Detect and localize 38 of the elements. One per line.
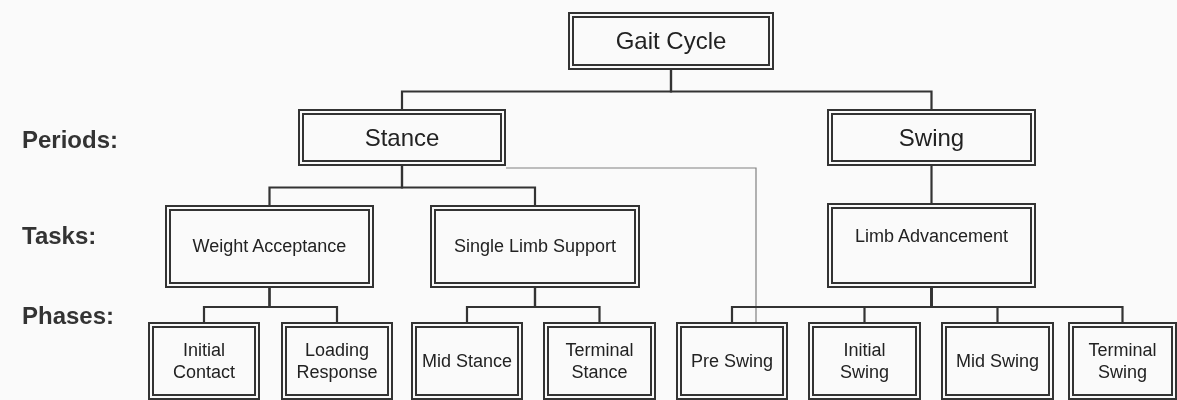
box-label: Initial Contact (171, 338, 236, 384)
process-box (148, 322, 260, 400)
box-label: Pre Swing (690, 349, 773, 373)
process-box (281, 322, 393, 400)
box-label: Mid Stance (421, 349, 512, 373)
process-box (568, 12, 774, 70)
box-label: Initial Swing (839, 338, 890, 384)
box-label: Swing (898, 122, 965, 153)
process-box (676, 322, 788, 400)
process-box (941, 322, 1054, 400)
row-label: Tasks: (22, 221, 97, 251)
box-label: Stance (364, 122, 440, 153)
row-label: Phases: (22, 301, 115, 331)
box-label: Terminal Swing (1087, 338, 1158, 384)
process-box (430, 205, 640, 288)
box-label: Loading Response (295, 338, 379, 384)
connector-line (400, 166, 537, 205)
process-box (1068, 322, 1177, 400)
process-box (298, 109, 506, 166)
process-box (165, 205, 374, 288)
process-box (411, 322, 523, 400)
process-box (808, 322, 921, 400)
box-label: Limb Advancement (854, 225, 1009, 248)
connector-line (669, 70, 933, 109)
row-label: Periods: (22, 125, 119, 155)
connector-line (505, 167, 757, 323)
connector-line (930, 288, 1124, 322)
connector-line (533, 288, 601, 322)
box-label: Single Limb Support (453, 235, 617, 258)
process-box (827, 203, 1036, 288)
box-label: Gait Cycle (615, 26, 727, 56)
box-label: Mid Swing (956, 349, 1039, 373)
box-label: Weight Acceptance (192, 235, 347, 258)
process-box (827, 109, 1036, 166)
process-box (543, 322, 656, 400)
connector-line (268, 288, 339, 322)
box-label: Terminal Stance (564, 338, 635, 384)
connector-line (930, 166, 933, 203)
